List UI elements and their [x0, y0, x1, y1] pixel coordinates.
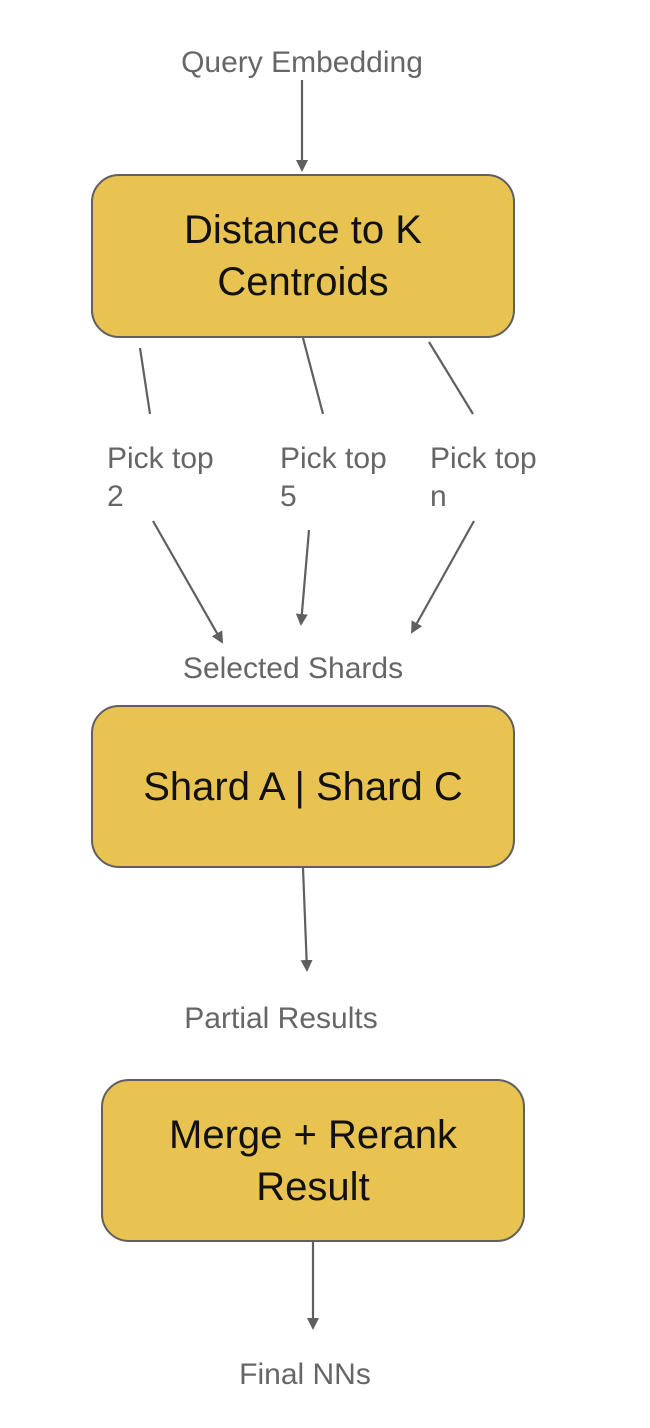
query-embedding-label: Query Embedding — [181, 46, 423, 79]
arrow-top5-to-shards — [295, 529, 311, 626]
branch-top-5-label: Pick top 5 — [280, 442, 387, 513]
connector-topn — [428, 341, 474, 415]
partial-results-label: Partial Results — [184, 1002, 378, 1035]
arrow-shards-to-partial — [300, 867, 313, 972]
branch-top-2-label: Pick top 2 — [107, 442, 214, 513]
merge-rerank-text: Merge + Rerank Result — [169, 1112, 457, 1209]
merge-rerank-box: Merge + Rerank Result — [101, 1079, 525, 1242]
shard-box-text: Shard A | Shard C — [143, 764, 463, 809]
shard-box: Shard A | Shard C — [91, 705, 515, 868]
arrow-top2-to-shards — [152, 520, 223, 644]
branch-top-n-label: Pick top n — [430, 442, 537, 513]
selected-shards-label: Selected Shards — [182, 652, 404, 685]
distance-to-centroids-text: Distance to K Centroids — [184, 208, 422, 304]
final-nns-label: Final NNs — [239, 1358, 371, 1391]
distance-to-centroids-box: Distance to K Centroids — [91, 174, 515, 338]
arrow-topn-to-shards — [411, 520, 475, 634]
connector-top2 — [138, 347, 152, 415]
connector-top5 — [301, 337, 325, 415]
